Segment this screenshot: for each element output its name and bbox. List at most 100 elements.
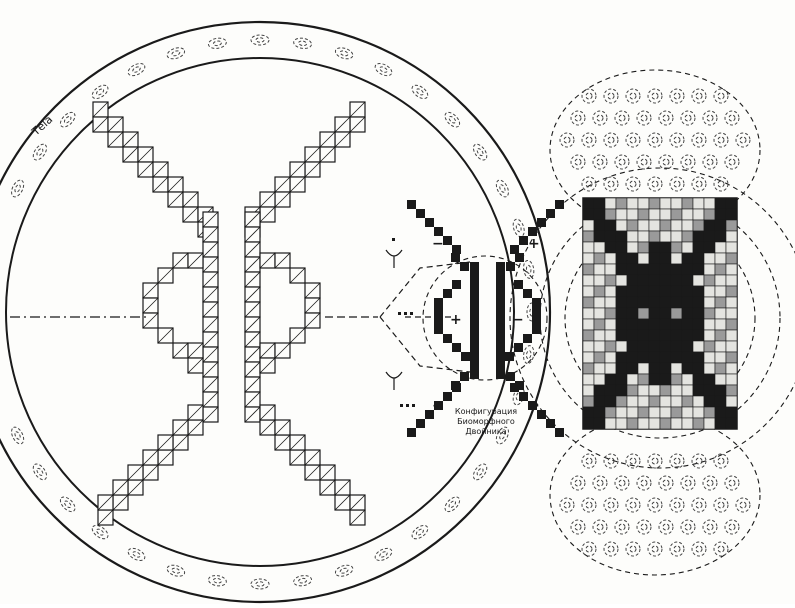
lobe-swirl-inner (630, 546, 636, 552)
grid-cell (715, 319, 726, 330)
dot (392, 238, 395, 241)
grid-cell (726, 374, 737, 385)
grid-cell (627, 275, 638, 286)
grid-cell (715, 385, 726, 396)
lobe-swirl-inner (674, 502, 680, 508)
texture-swirl-inner (476, 467, 484, 476)
pixel (519, 236, 528, 245)
grid-cell (671, 209, 682, 220)
lobe-swirl-inner (696, 181, 702, 187)
grid-cell (715, 198, 726, 209)
grid-cell (660, 275, 671, 286)
pixel (434, 307, 443, 316)
grid-cell (715, 352, 726, 363)
grid-cell (605, 352, 616, 363)
pixel (470, 316, 479, 325)
grid-cell (649, 308, 660, 319)
lobe-swirl (593, 155, 607, 169)
texture-swirl-inner (171, 567, 180, 574)
grid-cell (682, 352, 693, 363)
texture-swirl (293, 574, 312, 587)
grid-cell (682, 407, 693, 418)
texture-swirl (373, 61, 394, 78)
pixel (443, 392, 452, 401)
grid-cell (726, 308, 737, 319)
grid-cell (660, 220, 671, 231)
grid-cell (649, 297, 660, 308)
lobe-swirl (659, 111, 673, 125)
lobe-swirl (681, 520, 695, 534)
grid-cell (627, 374, 638, 385)
grid-cell (649, 385, 660, 396)
pixel (416, 209, 425, 218)
grid-cell (605, 341, 616, 352)
lobe-swirl-inner (619, 159, 625, 165)
pixel (425, 218, 434, 227)
sign-plus-br: + (528, 398, 540, 414)
texture-swirl (9, 425, 26, 446)
grid-cell (638, 297, 649, 308)
lobe-swirl-inner (696, 93, 702, 99)
grid-cell (649, 330, 660, 341)
grid-cell (594, 275, 605, 286)
grid-cell (715, 297, 726, 308)
grid-cell (693, 209, 704, 220)
grid-cell (715, 308, 726, 319)
grid-cell (583, 220, 594, 231)
grid-cell (671, 242, 682, 253)
lobe-swirl-inner (718, 93, 724, 99)
lobe-swirl (692, 498, 706, 512)
grid-cell (660, 374, 671, 385)
pixel (470, 334, 479, 343)
texture-swirl-inner (256, 38, 264, 42)
pixel (470, 271, 479, 280)
lobe-swirl (637, 155, 651, 169)
grid-cell (693, 220, 704, 231)
lobe-swirl (670, 498, 684, 512)
lobe-swirl (692, 542, 706, 556)
lobe-swirl (703, 520, 717, 534)
grid-cell (704, 286, 715, 297)
grid-cell (616, 385, 627, 396)
grid-cell (594, 253, 605, 264)
lobe-swirl (714, 89, 728, 103)
grid-cell (616, 209, 627, 220)
lobe-swirl (571, 520, 585, 534)
grid-cell (704, 396, 715, 407)
lobe-swirl (604, 133, 618, 147)
grid-cell (682, 330, 693, 341)
grid-cell (605, 286, 616, 297)
caption-line-1: Конфигурация (455, 407, 517, 416)
grid-cell (649, 198, 660, 209)
grid-cell (682, 253, 693, 264)
grid-cell (726, 330, 737, 341)
lobe-swirl-inner (575, 480, 581, 486)
pixel (451, 381, 460, 390)
grid-cell (660, 242, 671, 253)
grid-cell (594, 286, 605, 297)
grid-cell (638, 341, 649, 352)
lobe-swirl-inner (674, 546, 680, 552)
grid-cell (594, 231, 605, 242)
grid-cell (638, 352, 649, 363)
grid-cell (638, 231, 649, 242)
texture-swirl (293, 37, 312, 50)
pixel (443, 289, 452, 298)
grid-cell (594, 385, 605, 396)
grid-cell (715, 330, 726, 341)
pixel (470, 352, 479, 361)
grid-cell (627, 363, 638, 374)
texture-swirl-inner (213, 578, 222, 584)
lobe-swirl-inner (608, 546, 614, 552)
texture-swirl (31, 142, 50, 162)
texture-swirl-inner (36, 148, 44, 157)
pixel (416, 419, 425, 428)
lobe-swirl (681, 111, 695, 125)
grid-cell (649, 418, 660, 429)
texture-swirl-inner (298, 41, 307, 47)
texture-swirl (442, 494, 462, 514)
lobe-swirl (593, 476, 607, 490)
grid-cell (660, 341, 671, 352)
grid-cell (583, 264, 594, 275)
grid-cell (583, 396, 594, 407)
